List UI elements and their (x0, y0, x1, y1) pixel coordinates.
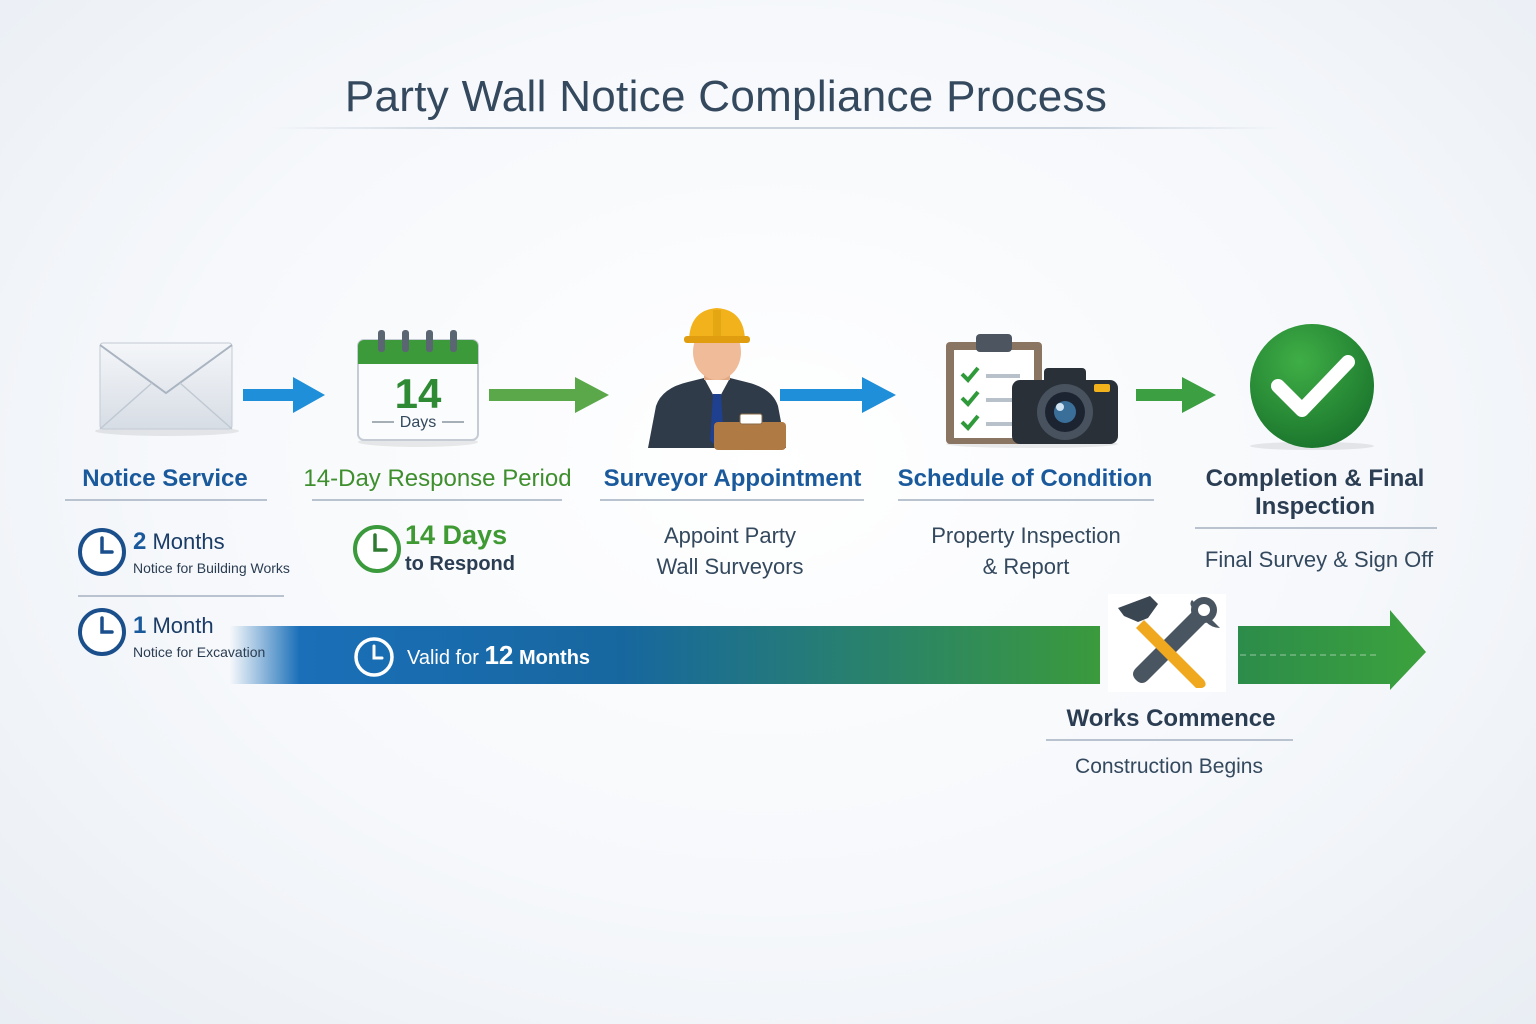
validity-number: 12 (484, 640, 514, 670)
divider (1046, 739, 1293, 741)
step-title-line: Inspection (1254, 493, 1375, 520)
calendar-icon: 14 Days (357, 330, 479, 447)
page-title: Party Wall Notice Compliance Process (344, 72, 1108, 121)
calendar-number: 14 (395, 370, 442, 417)
step-description: Final Survey & Sign Off (1204, 547, 1434, 572)
arrow-right-icon (489, 377, 609, 413)
surveyor-icon (648, 308, 786, 450)
validity-prefix: Valid for (407, 647, 479, 669)
notice-number: 2 (133, 528, 147, 555)
notice-label: Notice for Excavation (133, 644, 266, 660)
description-line: & Report (982, 554, 1070, 579)
divider (600, 499, 864, 501)
description-line: Wall Surveyors (656, 554, 804, 579)
step-title-notice-service: Notice Service (82, 465, 248, 492)
notice-unit: Months (152, 529, 225, 554)
works-commence-desc: Construction Begins (1075, 755, 1263, 778)
notice-period-building: 2 Months Notice for Building Works (133, 528, 333, 576)
tools-icon (1108, 594, 1226, 692)
arrow-right-icon (780, 377, 896, 413)
notice-unit: Month (152, 613, 214, 638)
divider (78, 595, 284, 597)
envelope-icon (95, 342, 239, 436)
timer-label: to Respond (405, 553, 515, 575)
divider (65, 499, 267, 501)
response-timer: 14 Days to Respond (405, 520, 585, 576)
divider (312, 499, 562, 501)
calendar-label: Days (400, 414, 436, 431)
notice-period-excavation: 1 Month Notice for Excavation (133, 612, 333, 660)
step-title-schedule-of-condition: Schedule of Condition (897, 465, 1153, 492)
validity-label: Valid for 12 Months (407, 640, 590, 671)
description-line: Appoint Party (663, 523, 797, 548)
arrow-right-icon (1136, 377, 1216, 413)
notice-number: 1 (133, 612, 147, 639)
step-title-surveyor-appointment: Surveyor Appointment (603, 465, 862, 492)
arrow-right-icon (243, 377, 325, 413)
notice-label: Notice for Building Works (133, 560, 290, 576)
step-title-completion: Completion & Final Inspection (1190, 465, 1440, 521)
checkmark-icon (1250, 324, 1374, 450)
clock-icon (353, 525, 401, 573)
title-divider (270, 127, 1280, 129)
divider (1195, 527, 1437, 529)
description-line: Property Inspection (931, 523, 1121, 548)
works-commence-title: Works Commence (1066, 705, 1276, 732)
clock-icon (78, 528, 126, 576)
clock-icon (78, 608, 126, 656)
step-title-line: Completion & Final (1205, 465, 1425, 492)
clipboard-camera-icon (946, 334, 1118, 448)
timer-value: 14 Days (405, 520, 508, 550)
step-description: Property Inspection & Report (896, 520, 1156, 582)
divider (898, 499, 1154, 501)
step-description: Appoint Party Wall Surveyors (600, 520, 860, 582)
validity-unit: Months (518, 647, 591, 669)
step-title-response-period: 14-Day Response Period (303, 465, 572, 492)
clock-icon (354, 637, 394, 677)
